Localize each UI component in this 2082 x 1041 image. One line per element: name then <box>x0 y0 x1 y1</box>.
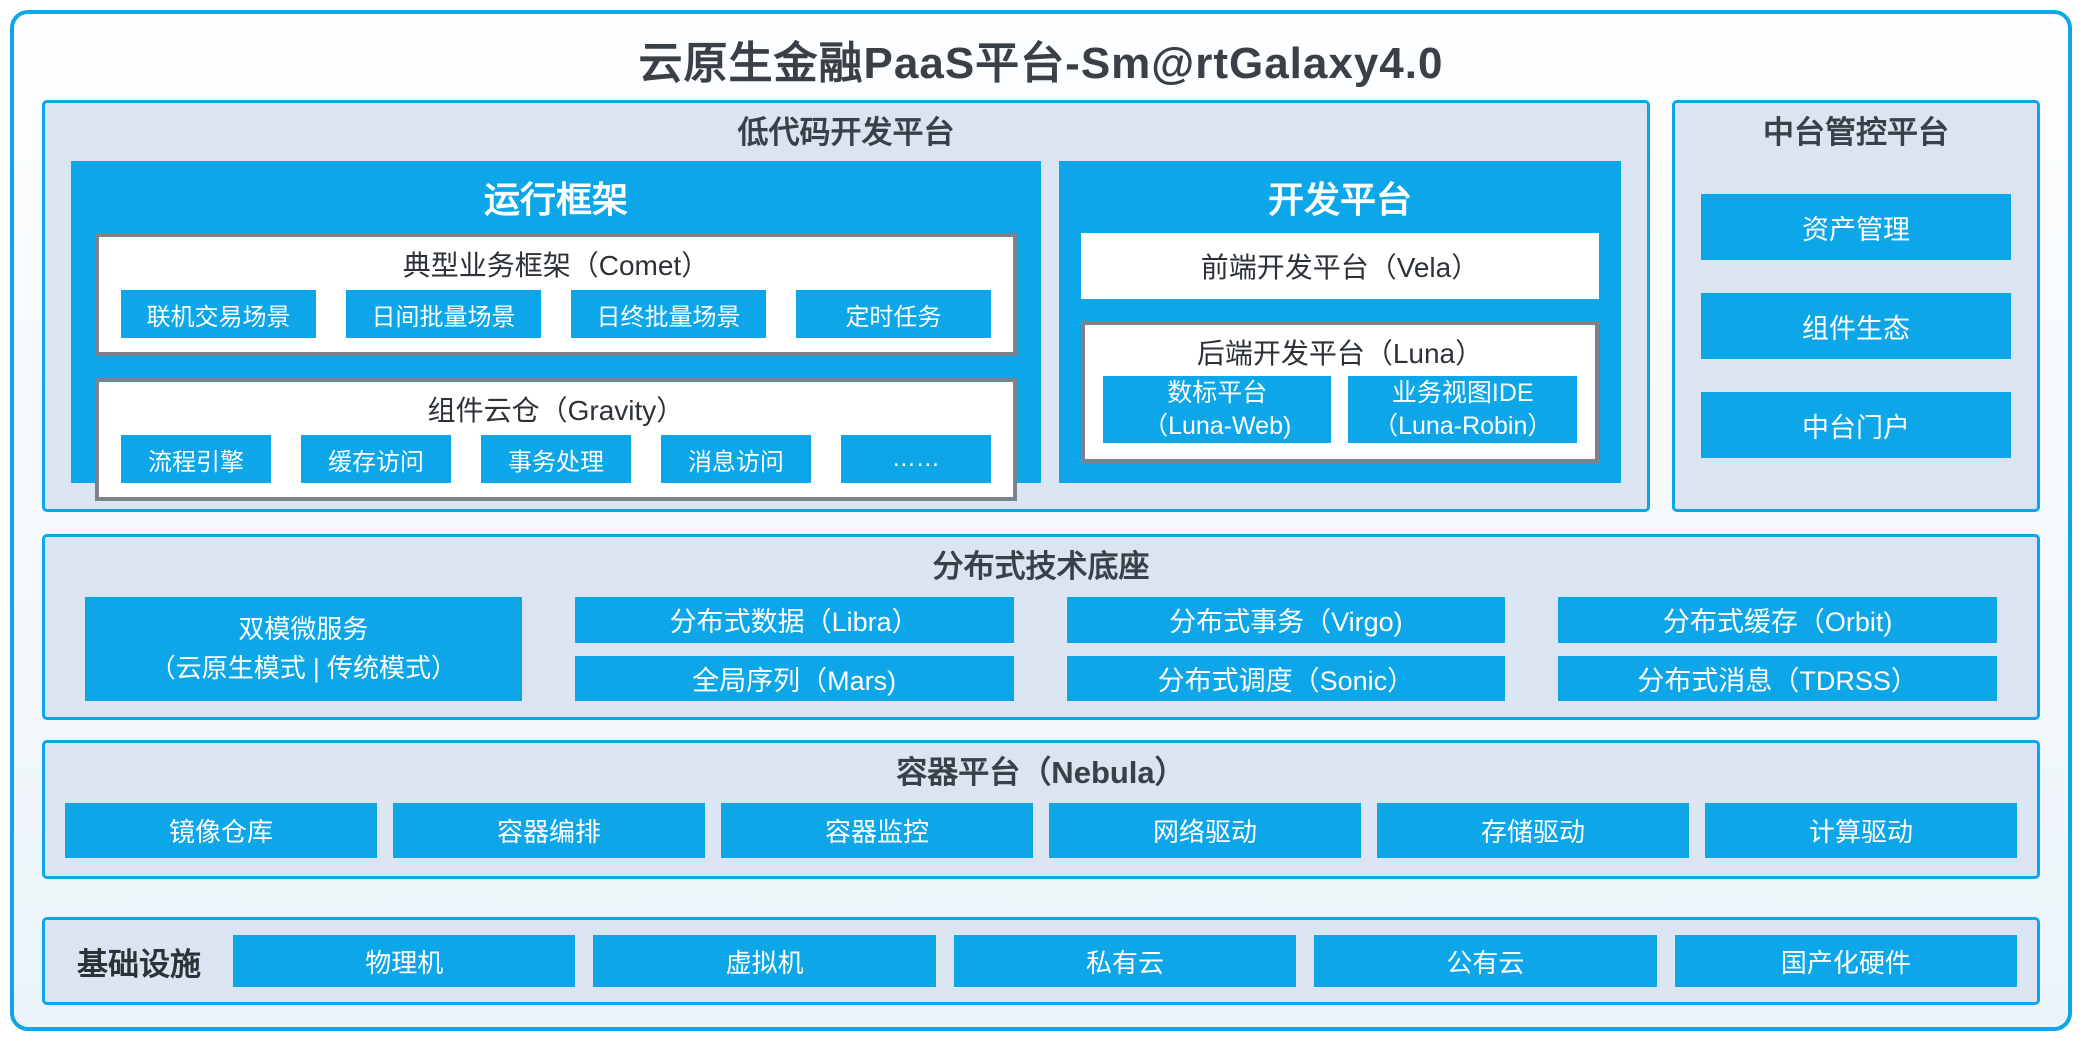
low-code-platform-panel: 低代码开发平台 运行框架 典型业务框架（Comet） 联机交易场景 日间批量场景… <box>42 100 1650 512</box>
luna-chip-name: 数标平台 <box>1167 378 1268 407</box>
low-code-platform-body: 运行框架 典型业务框架（Comet） 联机交易场景 日间批量场景 日终批量场景 … <box>45 161 1647 509</box>
dual-mode-microservice-chip: 双模微服务 （云原生模式 | 传统模式） <box>85 597 522 701</box>
distributed-chip: 分布式调度（Sonic） <box>1066 655 1506 701</box>
comet-chip-row: 联机交易场景 日间批量场景 日终批量场景 定时任务 <box>99 286 1013 352</box>
comet-chip: 日间批量场景 <box>345 290 541 339</box>
mid-platform-title: 中台管控平台 <box>1763 115 1949 150</box>
gravity-chip: 事务处理 <box>480 435 631 484</box>
mid-platform-chip: 资产管理 <box>1701 194 2011 261</box>
infrastructure-title: 基础设施 <box>77 946 201 982</box>
mid-platform-chip: 中台门户 <box>1701 392 2011 458</box>
infrastructure-chip: 私有云 <box>953 935 1297 987</box>
distributed-chip: 分布式消息（TDRSS） <box>1558 655 1997 701</box>
infrastructure-panel: 基础设施 物理机 虚拟机 私有云 公有云 国产化硬件 <box>42 917 2040 1005</box>
distributed-chip: 全局序列（Mars) <box>574 655 1014 701</box>
distributed-base-panel: 分布式技术底座 双模微服务 （云原生模式 | 传统模式） 分布式数据（Libra… <box>42 534 2040 720</box>
distributed-base-body: 双模微服务 （云原生模式 | 传统模式） 分布式数据（Libra） 全局序列（M… <box>45 595 2037 717</box>
container-chip: 容器监控 <box>721 803 1033 858</box>
spacer <box>95 356 1017 378</box>
runtime-framework-title: 运行框架 <box>483 179 628 221</box>
infrastructure-chips: 物理机 虚拟机 私有云 公有云 国产化硬件 <box>233 935 2018 987</box>
luna-chip: 业务视图IDE （Luna-Robin） <box>1348 376 1577 443</box>
gravity-chip: 消息访问 <box>660 435 811 484</box>
luna-chip-row: 数标平台 （Luna-Web) 业务视图IDE （Luna-Robin） <box>1085 374 1595 459</box>
distributed-column: 分布式缓存（Orbit) 分布式消息（TDRSS） <box>1558 597 1997 701</box>
mid-platform-chip: 组件生态 <box>1701 293 2011 360</box>
luna-chip-sub: （Luna-Robin） <box>1373 411 1553 440</box>
container-chip: 镜像仓库 <box>65 803 377 858</box>
infrastructure-chip: 公有云 <box>1314 935 1657 987</box>
dev-platform-box: 开发平台 前端开发平台（Vela） 后端开发平台（Luna） 数标平台 （Lun… <box>1058 161 1621 483</box>
dev-platform-title: 开发平台 <box>1267 179 1412 221</box>
dual-mode-line2: （云原生模式 | 传统模式） <box>149 653 457 684</box>
distributed-column: 分布式事务（Virgo) 分布式调度（Sonic） <box>1066 597 1506 701</box>
infrastructure-chip: 虚拟机 <box>593 935 936 987</box>
container-platform-title: 容器平台（Nebula） <box>896 755 1186 790</box>
mid-platform-panel: 中台管控平台 资产管理 组件生态 中台门户 <box>1672 100 2040 512</box>
luna-chip-sub: （Luna-Web) <box>1143 411 1292 440</box>
gravity-chip: 缓存访问 <box>300 435 451 484</box>
distributed-chip: 分布式事务（Virgo) <box>1066 597 1506 643</box>
container-chip: 计算驱动 <box>1705 803 2017 858</box>
dual-mode-line1: 双模微服务 <box>238 614 369 645</box>
distributed-chip: 分布式缓存（Orbit) <box>1558 597 1997 643</box>
distributed-base-title: 分布式技术底座 <box>932 549 1150 584</box>
luna-backend-box: 后端开发平台（Luna） 数标平台 （Luna-Web) 业务视图IDE （Lu… <box>1080 321 1599 463</box>
luna-backend-title: 后端开发平台（Luna） <box>1196 338 1484 370</box>
distributed-column: 分布式数据（Libra） 全局序列（Mars) <box>574 597 1014 701</box>
architecture-diagram: 云原生金融PaaS平台-Sm@rtGalaxy4.0 低代码开发平台 运行框架 … <box>10 10 2072 1031</box>
gravity-warehouse-title: 组件云仓（Gravity） <box>427 395 685 427</box>
comet-chip: 联机交易场景 <box>121 290 316 339</box>
page-title: 云原生金融PaaS平台-Sm@rtGalaxy4.0 <box>638 39 1444 88</box>
gravity-chip: …… <box>840 435 991 484</box>
container-chip: 容器编排 <box>393 803 705 858</box>
container-platform-panel: 容器平台（Nebula） 镜像仓库 容器编排 容器监控 网络驱动 存储驱动 计算… <box>42 740 2040 879</box>
mid-platform-chips: 资产管理 组件生态 中台门户 <box>1675 161 2037 491</box>
comet-chip: 定时任务 <box>795 290 991 339</box>
luna-chip: 数标平台 （Luna-Web) <box>1102 376 1332 443</box>
luna-chip-name: 业务视图IDE <box>1391 378 1534 407</box>
comet-framework-title: 典型业务框架（Comet） <box>402 250 710 282</box>
infrastructure-chip: 物理机 <box>233 935 576 987</box>
comet-framework-box: 典型业务框架（Comet） 联机交易场景 日间批量场景 日终批量场景 定时任务 <box>95 233 1017 357</box>
title-row: 云原生金融PaaS平台-Sm@rtGalaxy4.0 <box>42 18 2040 100</box>
distributed-chip: 分布式数据（Libra） <box>574 597 1014 643</box>
gravity-warehouse-box: 组件云仓（Gravity） 流程引擎 缓存访问 事务处理 消息访问 …… <box>95 378 1017 502</box>
container-chip: 存储驱动 <box>1377 803 1689 858</box>
comet-chip: 日终批量场景 <box>570 290 766 339</box>
gravity-chip: 流程引擎 <box>121 435 271 484</box>
infrastructure-chip: 国产化硬件 <box>1674 935 2018 987</box>
low-code-platform-title: 低代码开发平台 <box>737 115 955 150</box>
runtime-framework-box: 运行框架 典型业务框架（Comet） 联机交易场景 日间批量场景 日终批量场景 … <box>71 161 1041 502</box>
container-platform-chips: 镜像仓库 容器编排 容器监控 网络驱动 存储驱动 计算驱动 <box>45 801 2037 876</box>
main-row: 低代码开发平台 运行框架 典型业务框架（Comet） 联机交易场景 日间批量场景… <box>42 100 2040 512</box>
vela-frontend-box: 前端开发平台（Vela） <box>1080 233 1599 300</box>
gravity-chip-row: 流程引擎 缓存访问 事务处理 消息访问 …… <box>99 431 1013 497</box>
container-chip: 网络驱动 <box>1049 803 1361 858</box>
